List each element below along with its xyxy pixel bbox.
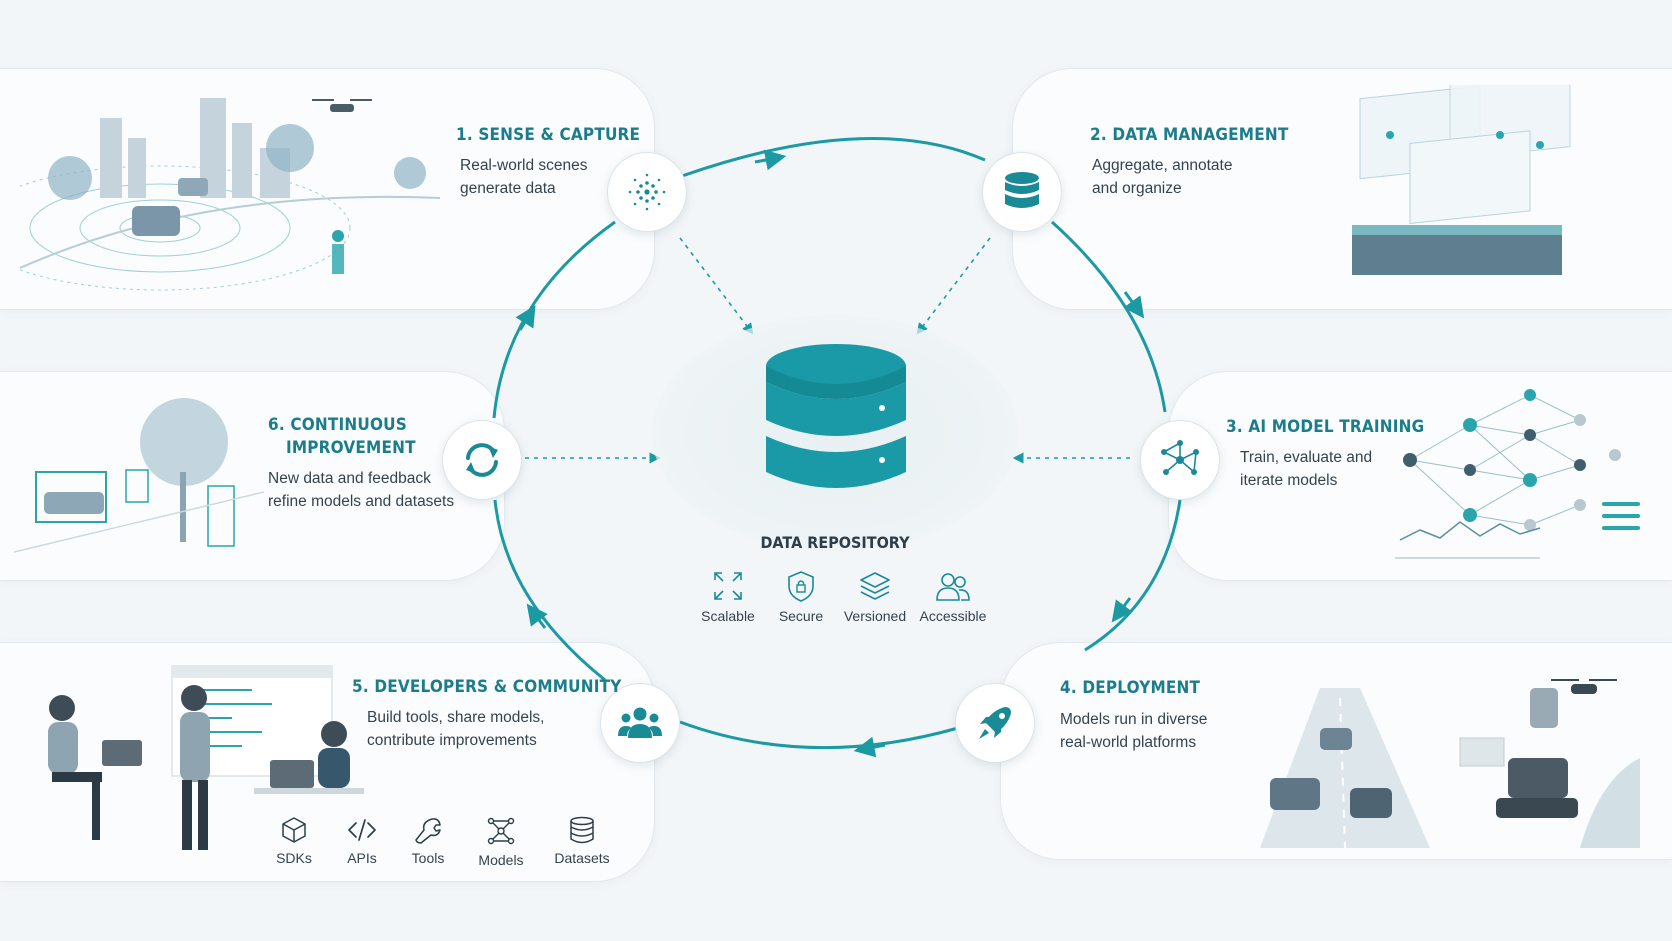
step4-title: 4. DEPLOYMENT — [1060, 678, 1201, 698]
repository-title: DATA REPOSITORY — [760, 533, 910, 552]
datasets-icon — [570, 816, 594, 844]
step2-title: 2. DATA MANAGEMENT — [1090, 125, 1289, 145]
cube-icon — [282, 817, 306, 843]
neural-network-illustration — [1395, 389, 1640, 559]
rocket-icon — [979, 707, 1011, 739]
radial-dots-icon — [628, 173, 666, 211]
step1-title: 1. SENSE & CAPTURE — [456, 125, 641, 145]
feature-accessible: Accessible — [913, 570, 993, 624]
expand-icon — [714, 572, 742, 600]
step6-desc-line2: refine models and datasets — [268, 493, 455, 510]
dashed-link-1 — [679, 237, 754, 335]
database-icon — [1005, 172, 1039, 208]
step1-desc-line1: Real-world scenes — [460, 157, 588, 174]
arrow-6-to-1 — [492, 220, 616, 419]
card-continuous-improvement — [0, 371, 505, 581]
step5-desc-line1: Build tools, share models, — [367, 709, 545, 726]
node-deployment[interactable] — [955, 683, 1035, 763]
feature-versioned: Versioned — [837, 570, 913, 624]
step1-desc-line2: generate data — [460, 180, 556, 197]
step3-desc-line2: iterate models — [1240, 472, 1338, 489]
shield-icon — [788, 571, 814, 602]
node-data-management[interactable] — [982, 152, 1062, 232]
users-outline-icon — [936, 573, 970, 601]
tool-models[interactable]: Models — [466, 816, 536, 868]
step3-desc-line1: Train, evaluate and — [1240, 449, 1373, 466]
network-icon — [1161, 440, 1199, 475]
step3-title: 3. AI MODEL TRAINING — [1226, 417, 1425, 437]
step6-title-line1: 6. CONTINUOUS — [268, 415, 407, 435]
step2-desc-line1: Aggregate, annotate — [1092, 157, 1233, 174]
refresh-icon — [466, 443, 498, 477]
step2-desc-line2: and organize — [1092, 180, 1182, 197]
dashed-link-2 — [916, 237, 991, 335]
feature-secure: Secure — [763, 570, 839, 624]
arrow-3-to-4 — [1084, 499, 1182, 652]
annotated-scene-illustration — [14, 398, 264, 553]
node-developers-community[interactable] — [600, 683, 680, 763]
tool-apis[interactable]: APIs — [327, 816, 397, 866]
repository-database-icon[interactable] — [762, 342, 910, 517]
step4-desc-line2: real-world platforms — [1060, 734, 1197, 751]
city-scene-illustration — [20, 98, 440, 291]
step6-title-line2: IMPROVEMENT — [286, 438, 416, 458]
wrench-icon — [415, 818, 441, 844]
arrow-2-to-3 — [1050, 220, 1167, 413]
arrow-1-to-2 — [681, 136, 986, 178]
layers-icon — [860, 572, 890, 600]
code-icon — [348, 819, 376, 841]
model-graph-icon — [487, 817, 515, 845]
arrow-4-to-5 — [679, 720, 959, 750]
tool-sdks[interactable]: SDKs — [259, 816, 329, 866]
users-icon — [618, 707, 662, 738]
step6-desc-line1: New data and feedback — [268, 470, 431, 487]
developers-illustration — [48, 665, 364, 850]
tool-tools[interactable]: Tools — [393, 816, 463, 866]
step5-desc-line2: contribute improvements — [367, 732, 537, 749]
feature-scalable: Scalable — [690, 570, 766, 624]
tool-datasets[interactable]: Datasets — [545, 816, 619, 866]
step4-desc-line1: Models run in diverse — [1060, 711, 1208, 728]
node-continuous-improvement[interactable] — [442, 420, 522, 500]
arrow-5-to-6 — [493, 499, 606, 682]
node-sense-capture[interactable] — [607, 152, 687, 232]
node-ai-model-training[interactable] — [1140, 420, 1220, 500]
step5-title: 5. DEVELOPERS & COMMUNITY — [352, 677, 622, 697]
deployment-illustration — [1260, 679, 1640, 849]
card-ai-model-training — [1168, 371, 1672, 581]
layered-data-illustration — [1352, 85, 1571, 275]
